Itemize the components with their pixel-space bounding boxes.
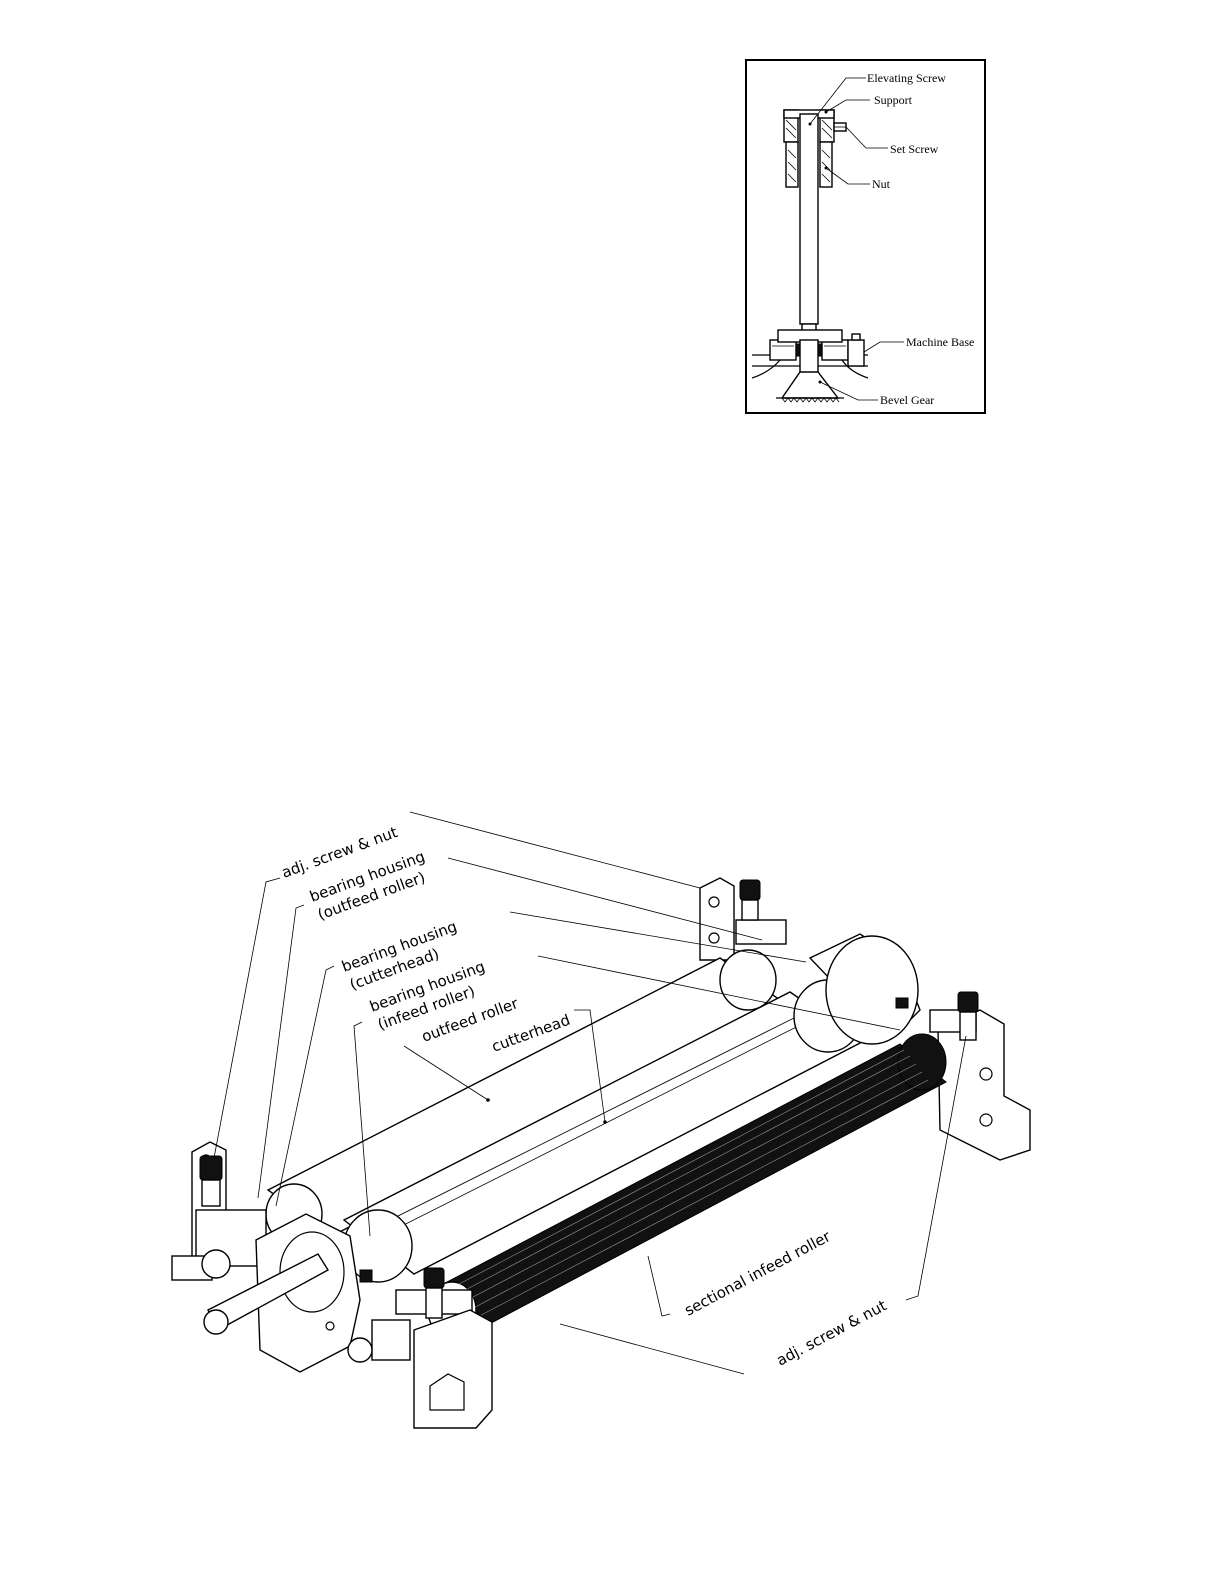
roller-assembly-diagram: adj. screw & nut bearing housing (outfee…: [172, 812, 1030, 1428]
label-sectional-infeed-roller: sectional infeed roller: [681, 1227, 834, 1320]
rear-bearing-bracket: [700, 878, 786, 960]
elevating-screw-diagram: Elevating Screw Support Set Screw Nut Ma…: [746, 60, 985, 413]
right-front-bracket: [930, 992, 1030, 1160]
label-elevating-screw: Elevating Screw: [867, 71, 946, 85]
label-machine-base: Machine Base: [906, 335, 974, 349]
label-bevel-gear: Bevel Gear: [880, 393, 934, 407]
elevating-screw-part: [800, 114, 818, 340]
set-screw-part: [834, 123, 846, 131]
label-adj-screw-nut-bottom: adj. screw & nut: [773, 1296, 889, 1369]
label-nut: Nut: [872, 177, 891, 191]
label-support: Support: [874, 93, 913, 107]
left-front-bracket: [348, 1268, 492, 1428]
left-rear-bracket: [172, 1142, 266, 1280]
label-set-screw: Set Screw: [890, 142, 939, 156]
